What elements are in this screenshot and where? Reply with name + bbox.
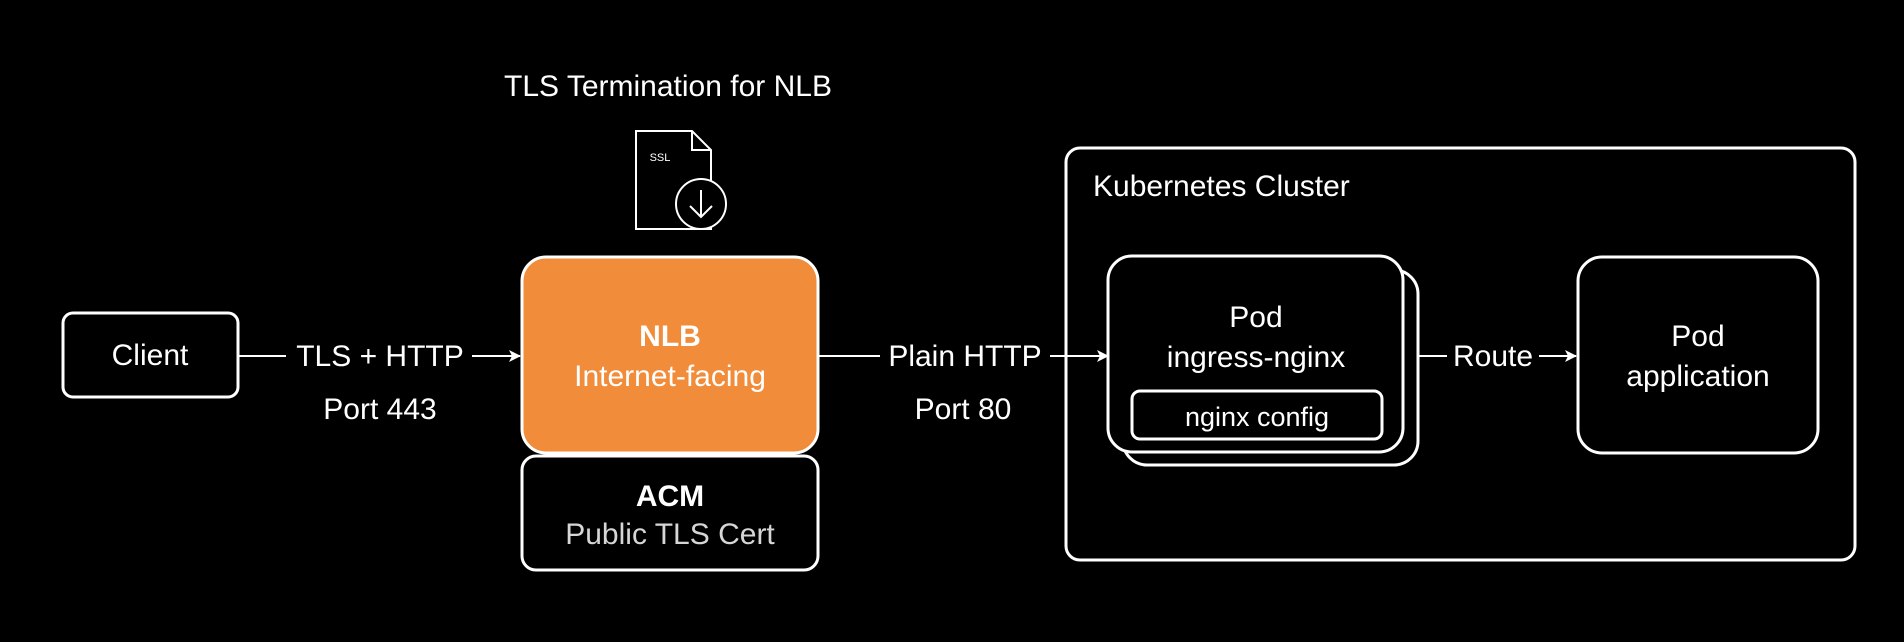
ssl-certificate-download-icon: SSL — [635, 130, 727, 230]
application-pod-node — [1576, 255, 1820, 455]
nginx-config-box — [1130, 389, 1384, 441]
nlb-subtitle: Internet-facing — [574, 360, 766, 393]
client-label: Client — [112, 339, 189, 372]
port-443-label: Port 443 — [323, 393, 436, 426]
application-pod-subtitle: application — [1626, 360, 1769, 393]
nlb-title: NLB — [639, 320, 701, 353]
ingress-pod-node — [1106, 254, 1405, 454]
application-pod-title: Pod — [1671, 320, 1724, 353]
ssl-label: SSL — [650, 152, 671, 164]
acm-node — [520, 454, 820, 572]
acm-subtitle: Public TLS Cert — [565, 518, 775, 551]
tls-http-label: TLS + HTTP — [296, 340, 464, 373]
ingress-pod-subtitle: ingress-nginx — [1167, 341, 1345, 374]
port-80-label: Port 80 — [915, 393, 1012, 426]
nginx-config-label: nginx config — [1185, 402, 1329, 432]
kubernetes-cluster-box — [1064, 146, 1857, 562]
cluster-label: Kubernetes Cluster — [1093, 170, 1350, 203]
nlb-node — [520, 255, 820, 455]
route-label: Route — [1453, 340, 1533, 373]
ingress-pod-title: Pod — [1229, 301, 1282, 334]
acm-title: ACM — [636, 480, 704, 513]
diagram-title: TLS Termination for NLB — [504, 70, 832, 103]
plain-http-label: Plain HTTP — [888, 340, 1041, 373]
